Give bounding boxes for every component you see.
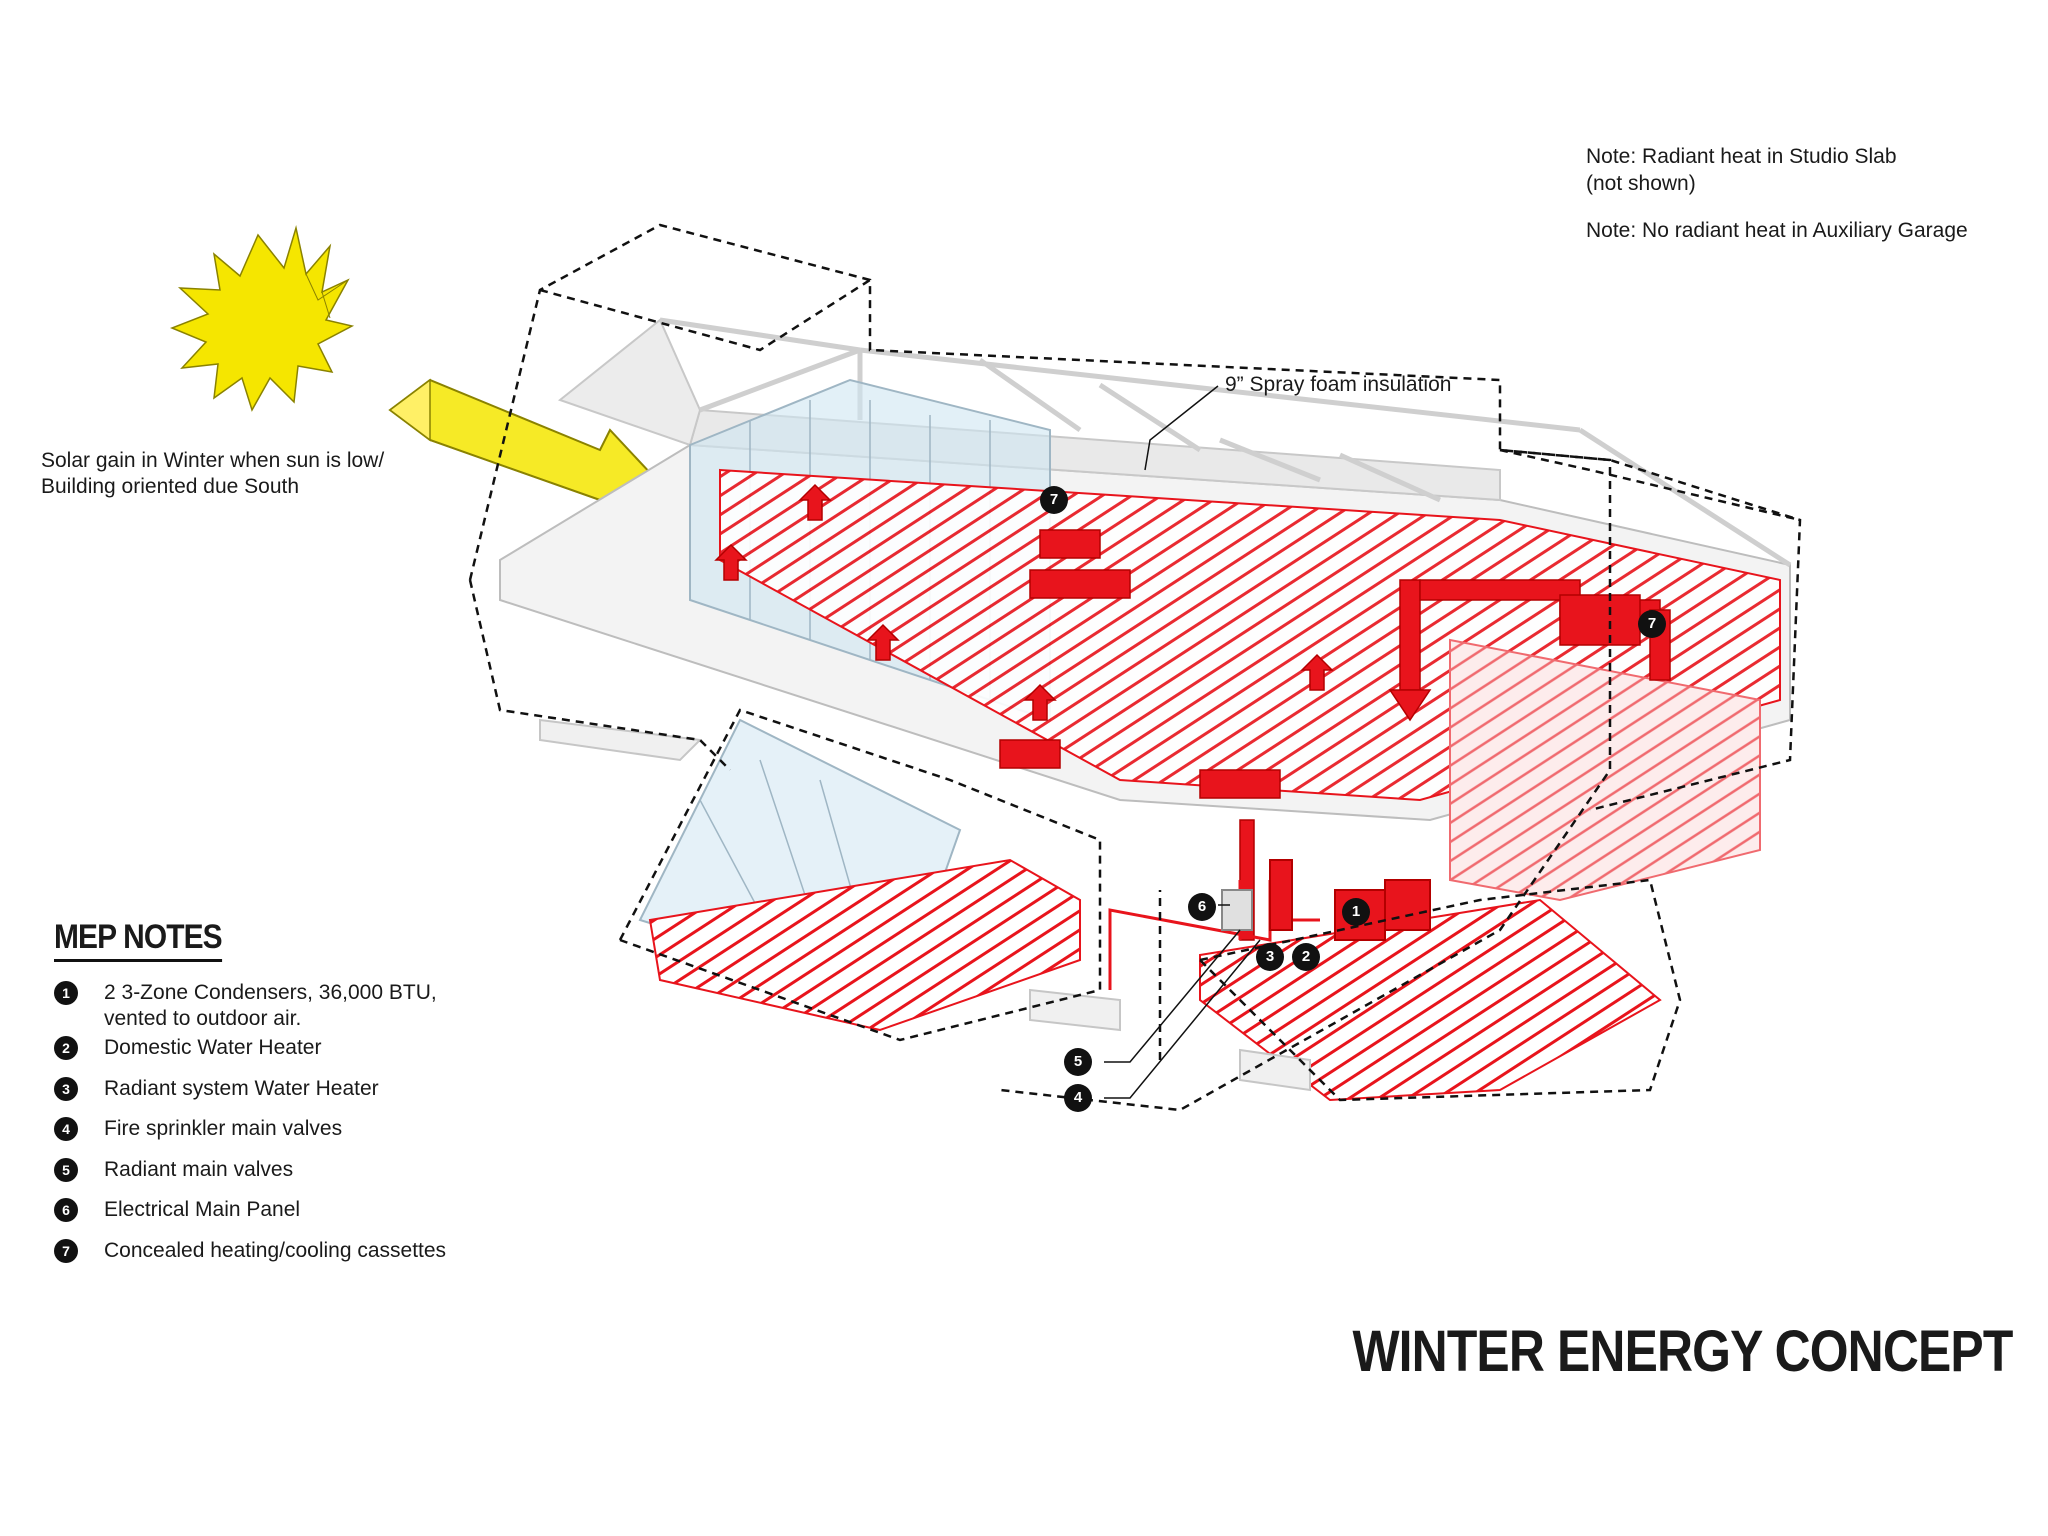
solar-gain-label: Solar gain in Winter when sun is low/ Bu…	[41, 449, 385, 498]
callout-domestic-heater: 2	[1292, 943, 1320, 971]
callout-condenser: 1	[1342, 898, 1370, 926]
footings	[539, 718, 1311, 1092]
left-radiant-floor	[648, 858, 1081, 1032]
note-radiant-studio: Note: Radiant heat in Studio Slab (not s…	[1586, 145, 1897, 195]
mep-number-badge: 7	[54, 1238, 78, 1263]
mep-number-badge: 3	[54, 1076, 78, 1101]
callout-sprinkler-valves: 4	[1064, 1084, 1092, 1112]
water-heater	[1269, 859, 1293, 931]
mep-number-badge: 1	[54, 981, 78, 1005]
callout-cassette-left: 7	[1040, 486, 1068, 514]
page-title: WINTER ENERGY CONCEPT	[1352, 1319, 2013, 1384]
mep-number-badge: 6	[54, 1198, 78, 1222]
right-radiant-floor	[1449, 638, 1761, 902]
callout-radiant-heater: 3	[1256, 943, 1284, 971]
spray-foam-label: 9” Spray foam insulation	[1225, 373, 1452, 396]
sun-icon	[169, 225, 355, 412]
callout-cassette-right: 7	[1638, 610, 1666, 638]
callout-radiant-valves: 5	[1064, 1048, 1092, 1076]
mep-number-badge: 5	[54, 1157, 78, 1182]
electrical-panel	[1221, 889, 1253, 931]
mep-number-badge: 4	[54, 1117, 78, 1141]
note-no-radiant-garage: Note: No radiant heat in Auxiliary Garag…	[1586, 219, 1968, 242]
insulation-envelope	[468, 223, 1802, 1112]
mep-number-badge: 2	[54, 1036, 78, 1060]
leader-lines	[1104, 385, 1261, 1099]
mep-notes-heading: MEP NOTES	[54, 918, 223, 962]
heating-ducts	[714, 483, 1671, 941]
callout-electrical-panel: 6	[1188, 893, 1216, 921]
